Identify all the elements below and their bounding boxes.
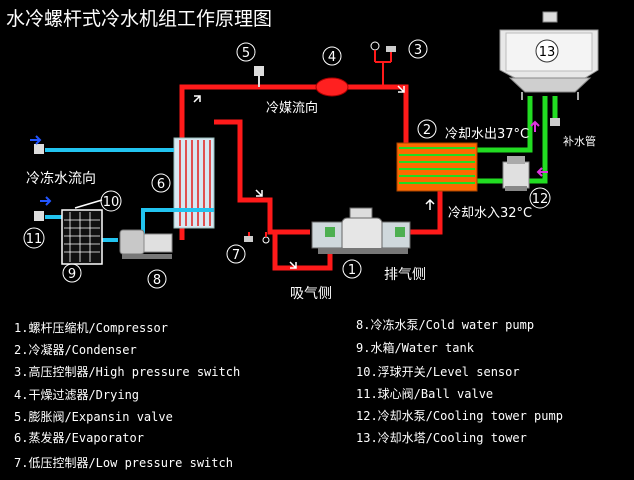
cooling-tower [499,11,599,100]
legend-item-6: 6.蒸发器/Evaporator [14,431,144,445]
chilled-water-flow-label: 冷冻水流向 [26,171,96,187]
marker-13: 13 [535,39,559,63]
svg-text:4: 4 [328,50,336,65]
marker-9: 9 [62,263,82,283]
chilled-water-pipes [45,148,214,242]
svg-text:6: 6 [157,177,165,192]
marker-4: 4 [322,46,342,66]
legend-item-2: 2.冷凝器/Condenser [14,343,137,357]
svg-text:11: 11 [26,232,43,247]
refrigerant-flow-label: 冷媒流向 [266,101,319,116]
svg-text:3: 3 [414,43,422,58]
svg-text:9: 9 [68,267,76,282]
condenser [396,142,478,192]
marker-7: 7 [226,244,246,264]
cooling-tower-pump [502,156,530,191]
marker-2: 2 [417,119,437,139]
legend-item-5: 5.膨胀阀/Expansin valve [14,410,173,424]
cooling-water-out-label: 冷却水出37°C [445,127,530,142]
marker-10: 10 [100,190,122,212]
legend-item-3: 3.高压控制器/High pressure switch [14,365,241,379]
cooling-water-pipes [477,96,558,184]
chilled-water-valves [34,144,44,221]
svg-text:8: 8 [153,273,161,288]
legend-item-7: 7.低压控制器/Low pressure switch [14,456,233,470]
makeup-water-label: 补水管 [563,135,596,148]
filter-dryer [315,77,349,97]
diagram-title: 水冷螺杆式冷水机组工作原理图 [6,8,273,30]
legend-item-13: 13.冷却水塔/Cooling tower [356,431,527,445]
evaporator [173,137,215,229]
marker-8: 8 [147,269,167,289]
svg-text:1: 1 [348,263,356,278]
legend-item-11: 11.球心阀/Ball valve [356,387,494,401]
screw-compressor [311,207,411,254]
suction-side-label: 吸气侧 [290,286,332,302]
marker-11: 11 [23,227,45,249]
marker-3: 3 [408,39,428,59]
svg-text:10: 10 [103,195,120,210]
svg-text:12: 12 [532,192,549,207]
svg-text:13: 13 [539,45,556,60]
cooling-water-in-label: 冷却水入32°C [448,206,533,221]
svg-text:2: 2 [423,123,431,138]
legend-item-4: 4.干燥过滤器/Drying [14,388,140,402]
svg-text:7: 7 [232,248,240,263]
high-pressure-switch [370,41,396,87]
discharge-side-label: 排气侧 [384,267,426,283]
water-tank [61,199,103,265]
expansion-valve [254,66,264,87]
chilled-water-pump [119,229,173,259]
legend-item-12: 12.冷却水泵/Cooling tower pump [356,409,563,423]
marker-5: 5 [236,42,256,62]
marker-6: 6 [151,173,171,193]
marker-1: 1 [342,259,362,279]
legend-item-1: 1.螺杆压缩机/Compressor [14,321,168,335]
svg-text:5: 5 [242,46,250,61]
legend-item-8: 8.冷冻水泵/Cold water pump [356,318,535,332]
makeup-water-valve [550,118,560,126]
legend-item-10: 10.浮球开关/Level sensor [356,365,520,379]
marker-12: 12 [529,187,551,209]
legend-item-9: 9.水箱/Water tank [356,341,474,355]
flow-arrows [30,85,548,269]
low-pressure-switch [244,232,270,244]
refrigerant-pipes [179,84,443,271]
